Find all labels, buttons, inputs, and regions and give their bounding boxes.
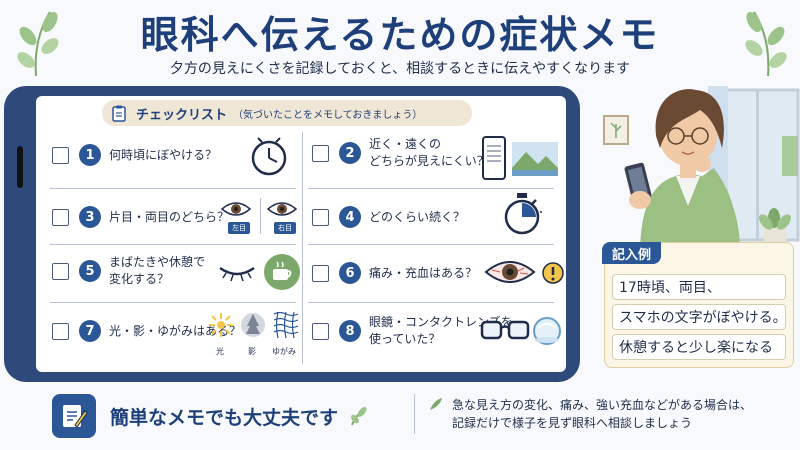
left-eye-icon (220, 202, 252, 216)
red-eye-icon (484, 261, 536, 283)
smartphone-icon (482, 136, 506, 180)
item-number: 7 (79, 320, 101, 342)
bottom-note: 急な見え方の変化、痛み、強い充血などがある場合は、 記録だけで様子を見ず眼科へ相… (428, 396, 788, 432)
shadow-icon (241, 313, 265, 337)
light-burst-icon (209, 313, 233, 337)
item-text: 痛み・充血はある？ (369, 265, 478, 280)
page-title: 眼科へ伝えるための症状メモ (140, 13, 660, 57)
warning-icon (542, 262, 564, 284)
sprout-icon (351, 407, 367, 426)
checkbox[interactable] (312, 322, 329, 340)
item-text: まばたきや休憩で 変化する？ (109, 255, 206, 286)
checklist-item-5[interactable]: 5 まばたきや休憩で 変化する？ (52, 254, 205, 288)
item-number: 1 (79, 144, 101, 166)
example-line-2: スマホの文字がぼやける。 (612, 304, 787, 330)
item-text: 光・影・ゆがみはある？ (109, 323, 242, 338)
checkbox[interactable] (312, 264, 329, 282)
item-text: 眼鏡・コンタクトレンズを 使っていた？ (369, 315, 513, 346)
checklist-item-4[interactable]: 4 どのくらい続く？ (312, 206, 465, 228)
landscape-icon (512, 142, 558, 176)
item-text: どのくらい続く？ (369, 209, 466, 224)
checklist-item-8[interactable]: 8 眼鏡・コンタクトレンズを 使っていた？ (312, 314, 513, 348)
checkbox[interactable] (52, 322, 69, 340)
light-caption: 光 (216, 347, 224, 356)
checklist-screen: チェックリスト （気づいたことをメモしておきましょう） 1 何時頃にぼやける？ … (36, 96, 566, 372)
distortion-caption: ゆがみ (272, 347, 296, 356)
item-number: 3 (79, 206, 101, 228)
closed-eye-icon (219, 266, 255, 282)
checkbox[interactable] (52, 146, 69, 164)
page-subtitle: 夕方の見えにくさを記録しておくと、相談するときに伝えやすくなります (169, 61, 631, 77)
example-line-1: 17時頃、両目、 (612, 274, 786, 300)
item-number: 5 (79, 260, 101, 282)
example-line-3: 休憩すると少し楽になる (612, 334, 786, 360)
checklist-header: チェックリスト （気づいたことをメモしておきましょう） (102, 100, 472, 126)
checklist-item-7[interactable]: 7 光・影・ゆがみはある？ (52, 320, 241, 342)
tea-cup-icon (264, 254, 300, 290)
bottom-main-message: 簡単なメモでも大丈夫です (110, 406, 339, 429)
tablet-device: チェックリスト （気づいたことをメモしておきましょう） 1 何時頃にぼやける？ … (4, 86, 580, 382)
item-text: 何時頃にぼやける？ (109, 147, 218, 162)
bottom-message-box: 簡単なメモでも大丈夫です (52, 388, 412, 444)
row-divider (50, 244, 296, 245)
item-number: 8 (339, 320, 361, 342)
row-divider (50, 188, 296, 189)
checklist-item-1[interactable]: 1 何時頃にぼやける？ (52, 144, 217, 166)
clock-icon (251, 137, 287, 176)
row-divider (308, 244, 554, 245)
eye-divider (260, 198, 261, 234)
bottom-separator (414, 394, 415, 434)
bottom-note-text: 急な見え方の変化、痛み、強い充血などがある場合は、 記録だけで様子を見ず眼科へ相… (452, 398, 753, 430)
column-divider (302, 132, 303, 364)
distortion-icon (273, 311, 299, 339)
checkbox[interactable] (312, 208, 329, 226)
checkbox[interactable] (312, 144, 329, 162)
checklist-title: チェックリスト (136, 107, 228, 123)
item-text: 近く・遠くの どちらが見えにくい？ (369, 137, 489, 168)
item-number: 4 (339, 206, 361, 228)
row-divider (50, 302, 296, 303)
clipboard-icon (112, 105, 126, 122)
person-illustration (603, 86, 800, 248)
checklist-item-6[interactable]: 6 痛み・充血はある？ (312, 262, 477, 284)
checklist-subtitle: （気づいたことをメモしておきましょう） (233, 109, 423, 121)
checklist-item-2[interactable]: 2 近く・遠くの どちらが見えにくい？ (312, 136, 489, 170)
tablet-camera (17, 146, 23, 188)
checklist-item-3[interactable]: 3 片目・両目のどちら？ (52, 206, 229, 228)
leaf-decoration-right-icon (745, 11, 787, 77)
leaf-icon (430, 398, 442, 410)
item-number: 2 (339, 142, 361, 164)
item-text: 片目・両目のどちら？ (109, 209, 230, 224)
checkbox[interactable] (52, 208, 69, 226)
row-divider (308, 188, 554, 189)
leaf-decoration-left-icon (17, 11, 59, 77)
shadow-caption: 影 (248, 347, 256, 356)
example-label: 記入例 (602, 242, 662, 264)
glasses-icon (480, 320, 530, 340)
item-number: 6 (339, 262, 361, 284)
row-divider (308, 302, 554, 303)
right-eye-label: 右目 (274, 222, 296, 234)
memo-pencil-icon (52, 394, 96, 438)
checkbox[interactable] (52, 262, 69, 280)
left-eye-label: 左目 (228, 222, 250, 234)
contact-lens-icon (533, 317, 561, 345)
right-eye-icon (266, 202, 298, 216)
stopwatch-icon (504, 193, 542, 235)
